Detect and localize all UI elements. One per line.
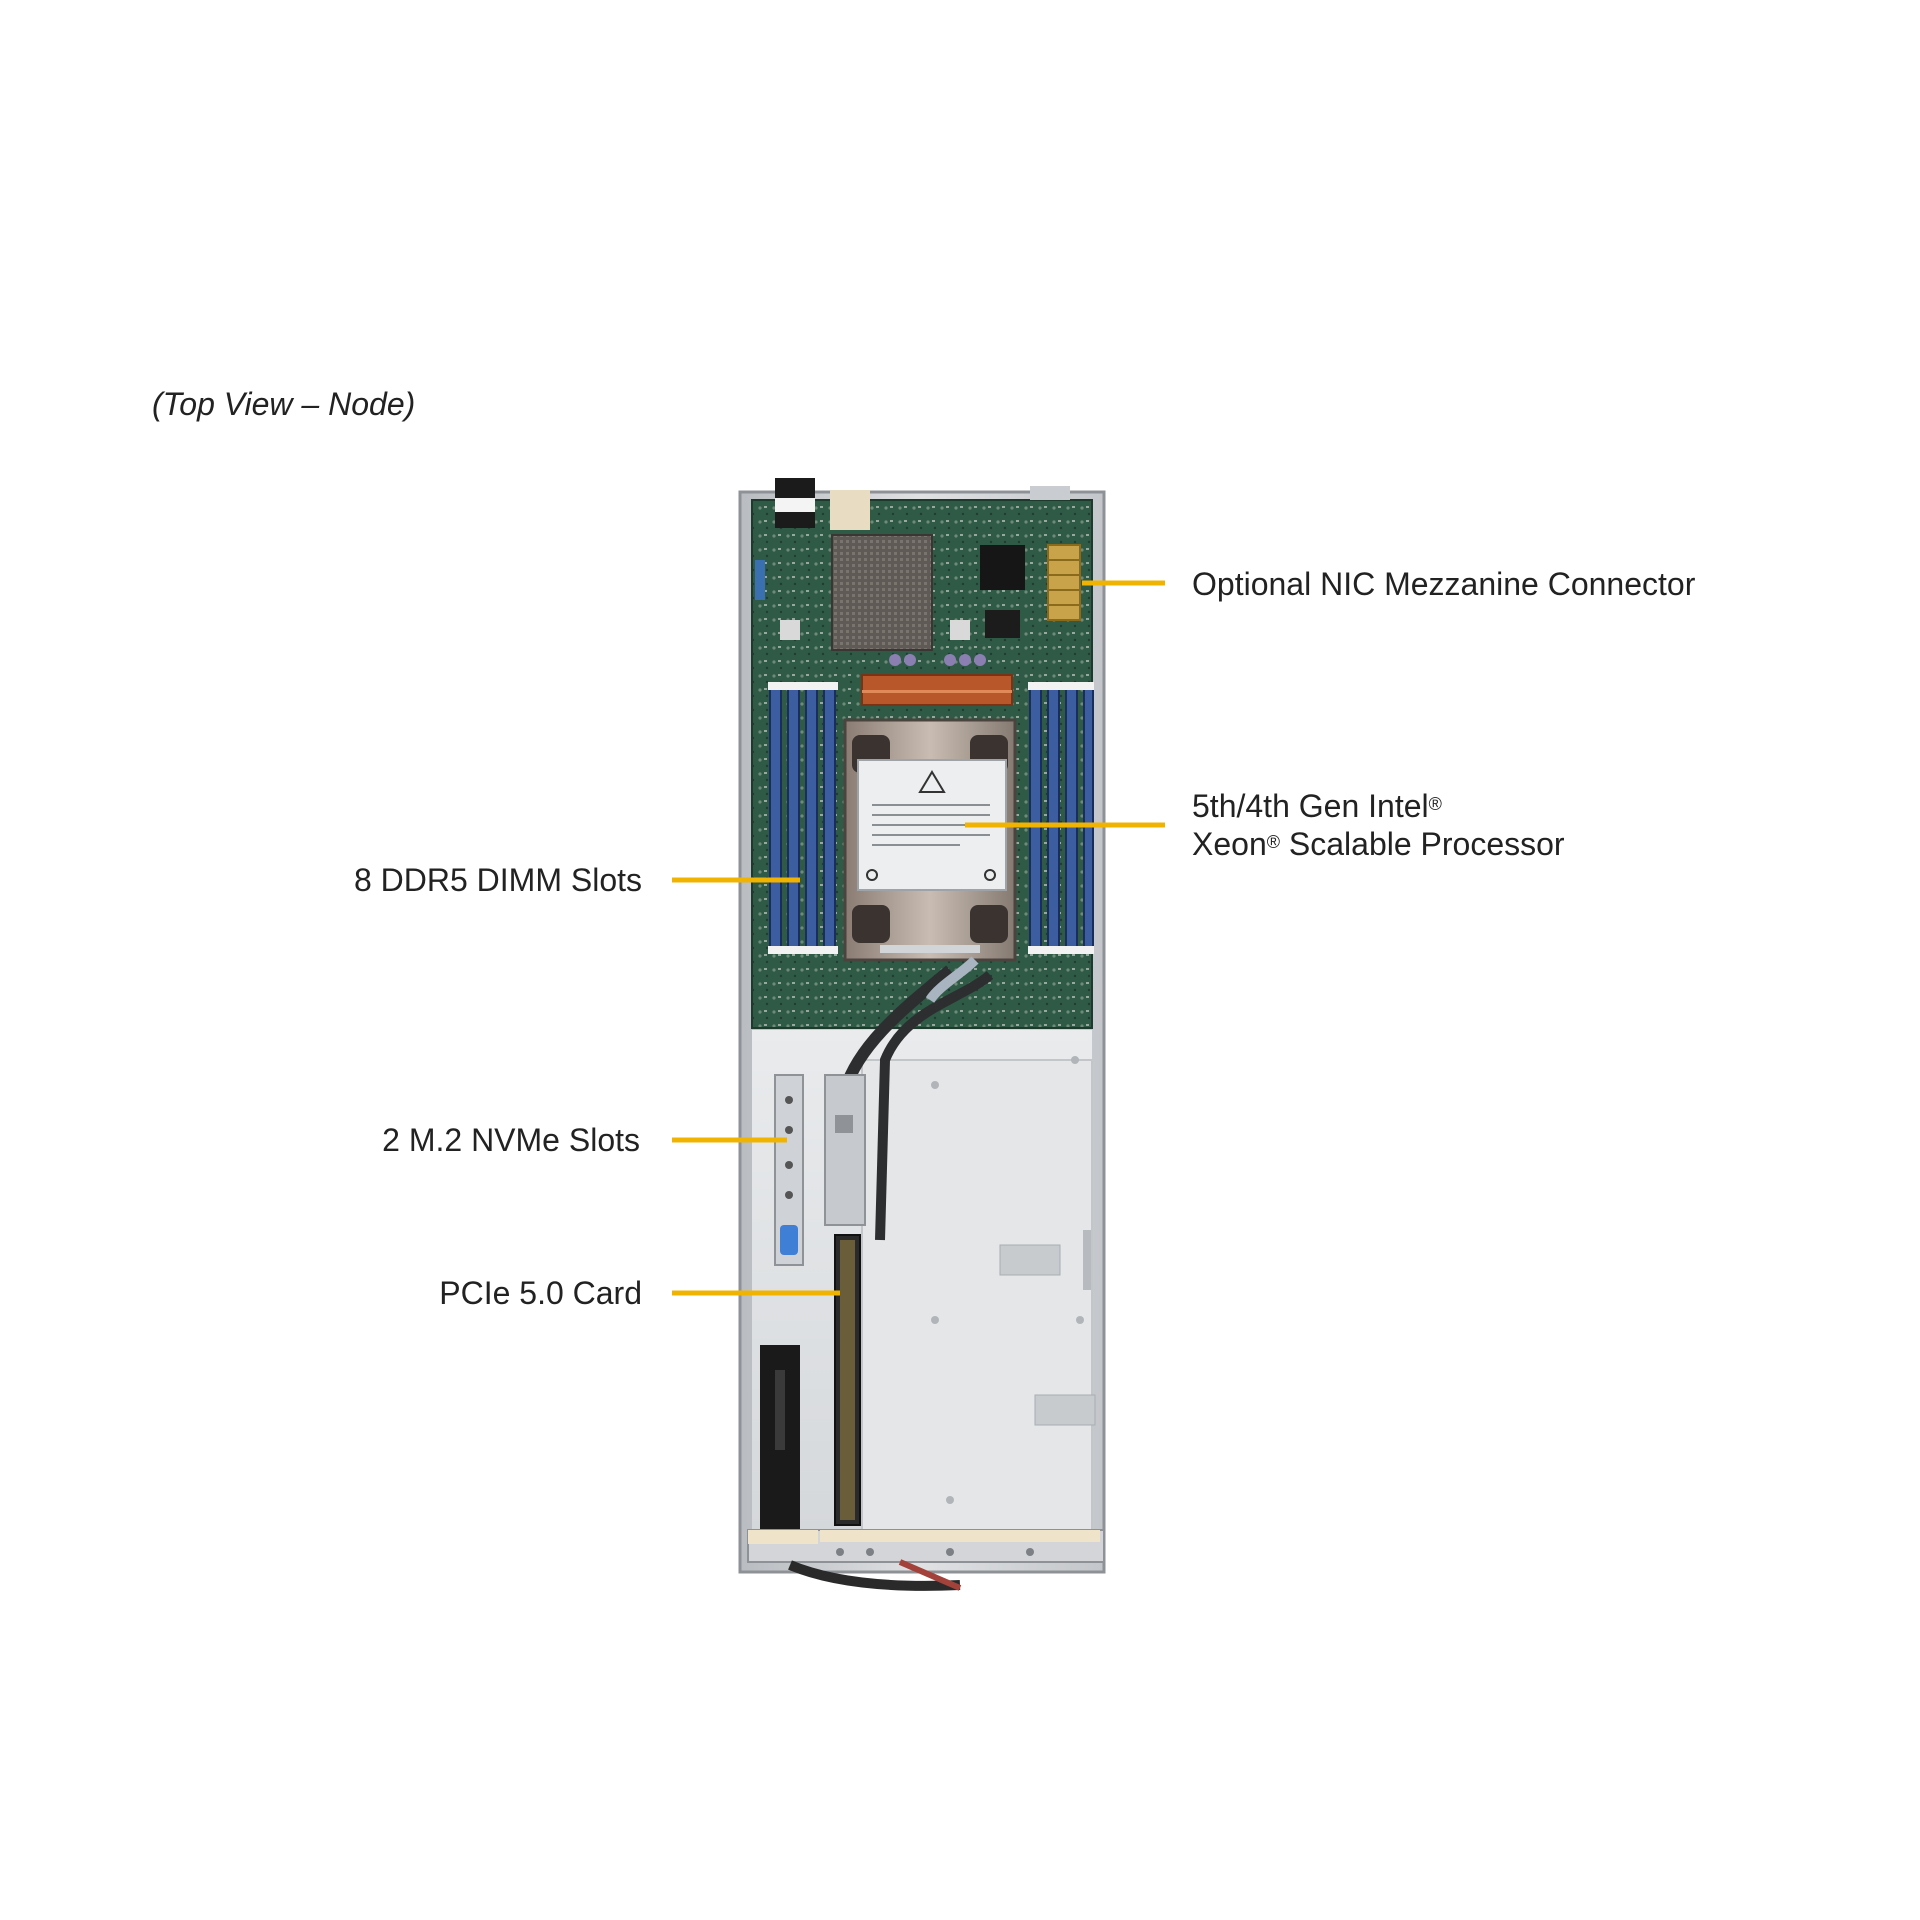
callout-lines [672, 580, 1165, 1296]
view-caption: (Top View – Node) [152, 386, 416, 422]
dimm-slots-label: 8 DDR5 DIMM Slots [353, 862, 642, 898]
pcie-card-label: PCIe 5.0 Card [439, 1275, 642, 1311]
cpu-label: 5th/4th Gen Intel® Xeon® Scalable Proces… [1192, 788, 1565, 862]
nic-mezzanine-label: Optional NIC Mezzanine Connector [1192, 566, 1696, 602]
m2-nvme-label: 2 M.2 NVMe Slots [382, 1122, 640, 1158]
